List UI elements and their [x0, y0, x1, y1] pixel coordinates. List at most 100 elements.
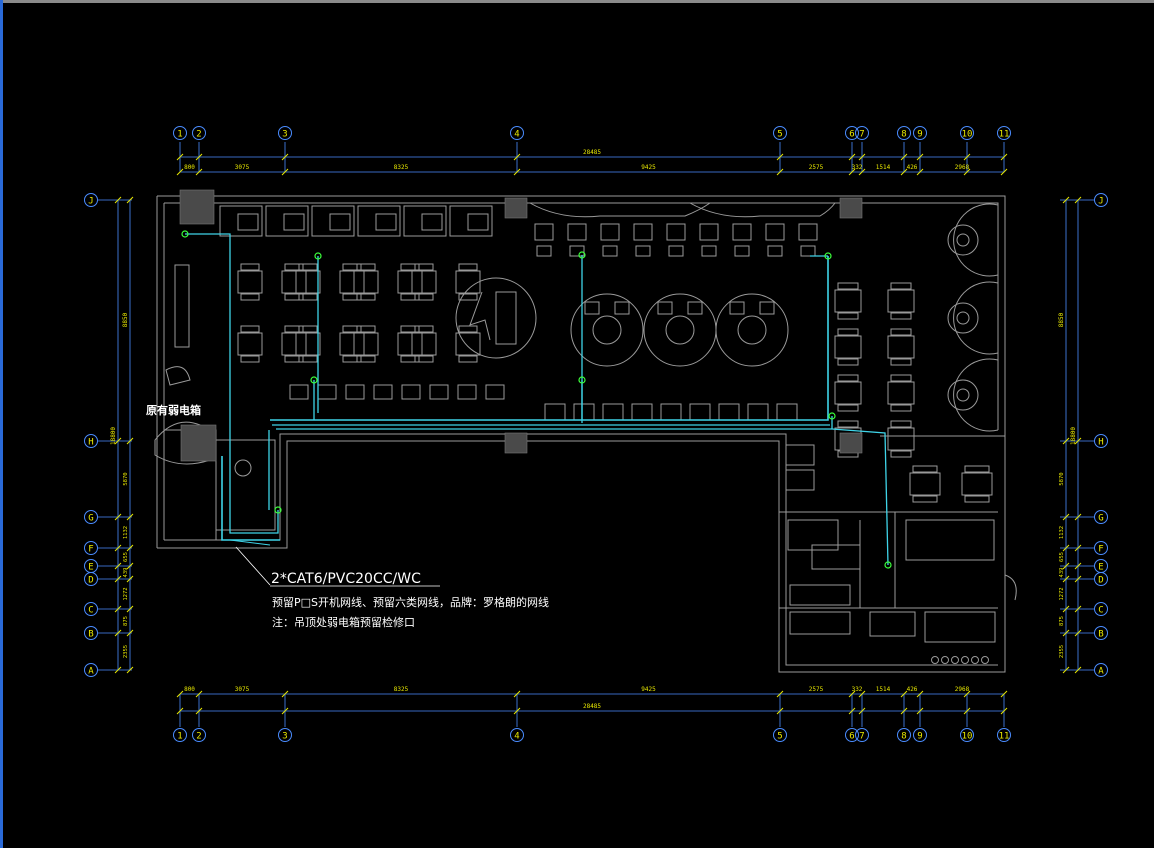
grid-bubble-col-2 — [192, 728, 206, 742]
top-dim-seg-label: 8325 — [394, 164, 409, 171]
lower-right-table-0 — [909, 472, 941, 496]
lower-right-table-1-chair — [964, 465, 990, 473]
left-dim-tick — [126, 575, 134, 583]
top-dim-tick — [848, 153, 856, 161]
top-dim-tick — [916, 168, 924, 176]
grid-bubble-label-col-3: 3 — [282, 732, 287, 742]
round-banquette-2 — [715, 293, 789, 367]
bar-stool-6 — [734, 245, 750, 257]
top-dim-seg-label: 1514 — [876, 164, 891, 171]
dining-table-1-0-chair — [240, 355, 260, 363]
right-dim-tick — [1074, 562, 1082, 570]
bar-stool-8 — [800, 245, 816, 257]
corner-booth-table-1 — [947, 302, 979, 334]
left-dim-seg-label: 1132 — [123, 526, 129, 539]
round-table-1 — [665, 315, 695, 345]
bench-seat-4 — [660, 403, 682, 421]
left-dim-tick — [114, 437, 122, 445]
stove-burner-1 — [941, 656, 949, 664]
booth-0 — [219, 205, 263, 237]
right-table-1-1-chair — [890, 358, 912, 366]
left-dim-tick — [114, 513, 122, 521]
reception-counter — [174, 264, 190, 348]
grid-bubble-label-col-11: 11 — [999, 732, 1010, 742]
right-table-1-0-chair — [837, 328, 859, 336]
network-outlet-7 — [884, 561, 892, 569]
bar-stool-0 — [536, 245, 552, 257]
right-table-2-1 — [887, 381, 915, 405]
left-dim-tick — [126, 196, 134, 204]
lower-right-table-1-chair — [964, 495, 990, 503]
dining-table-1-2-chair — [356, 355, 376, 363]
grid-bubble-label-row-A: A — [88, 667, 94, 677]
right-dim-tick — [1062, 605, 1070, 613]
right-table-0-1 — [887, 289, 915, 313]
grid-bubble-label-col-3: 3 — [282, 130, 287, 140]
column-1 — [504, 197, 528, 219]
bar-stool-2 — [602, 245, 618, 257]
grid-bubble-label-col-4: 4 — [514, 732, 519, 742]
grid-bubble-col-6 — [845, 728, 859, 742]
dining-table-1-1 — [295, 332, 321, 356]
right-dim-tick — [1074, 666, 1082, 674]
left-dim-tick — [114, 666, 122, 674]
top-dim-tick — [848, 168, 856, 176]
kitchen-equipment-2 — [905, 519, 995, 561]
stove-burner-5 — [981, 656, 989, 664]
right-dim-seg-label: 655 — [1059, 552, 1065, 562]
kitchen-equipment-0 — [787, 519, 839, 551]
dining-table-b-0-0-chair — [284, 293, 304, 301]
dining-table-b-1-1 — [339, 332, 365, 356]
right-table-3-1-chair — [890, 420, 912, 428]
right-dim-tick — [1062, 544, 1070, 552]
left-dim-tick — [126, 666, 134, 674]
bottom-dim-tick — [281, 690, 289, 698]
grid-bubble-label-col-9: 9 — [917, 130, 922, 140]
grid-bubble-col-11 — [997, 126, 1011, 140]
column-3 — [180, 424, 217, 462]
top-dim-seg-label: 426 — [907, 164, 918, 171]
grid-bubble-col-4 — [510, 126, 524, 140]
bottom-dim-tick — [858, 707, 866, 715]
dining-table-0-1-chair — [298, 263, 318, 271]
grid-bubble-row-B — [1094, 626, 1108, 640]
right-table-0-0-chair — [837, 282, 859, 290]
grid-bubble-row-H — [1094, 434, 1108, 448]
bar-counter-left — [529, 202, 711, 218]
network-cabling — [185, 233, 889, 587]
stove-burner-4 — [971, 656, 979, 664]
bottom-dim-tick — [916, 690, 924, 698]
grid-bubble-row-D — [1094, 572, 1108, 586]
grid-bubble-row-G — [84, 510, 98, 524]
dining-table-0-1 — [295, 270, 321, 294]
top-dim-seg-label: 9425 — [641, 164, 656, 171]
bench-seat-1 — [573, 403, 595, 421]
right-table-2-1-chair — [890, 374, 912, 382]
grid-bubble-label-row-F: F — [88, 545, 93, 555]
right-dim-tick — [1074, 437, 1082, 445]
kitchen-equipment-3 — [789, 584, 851, 606]
round-table-2 — [737, 315, 767, 345]
top-dim-seg-label: 3075 — [235, 164, 250, 171]
grid-bubble-label-col-5: 5 — [777, 732, 782, 742]
bottom-dim-tick — [900, 690, 908, 698]
grid-bubble-label-row-B: B — [1098, 630, 1103, 640]
cable-cabinet-drop — [221, 456, 280, 541]
top-dim-tick — [858, 168, 866, 176]
dining-table-b-1-2 — [397, 332, 423, 356]
right-dim-upper-label: 8850 — [1058, 312, 1065, 327]
bottom-dim-seg-label: 426 — [907, 686, 918, 693]
bottom-dim-seg-label: 2968 — [955, 686, 970, 693]
dining-table-b-0-3 — [455, 270, 481, 294]
corner-booth-center-0 — [956, 233, 970, 247]
corner-booth-table-2 — [947, 379, 979, 411]
left-dim-total-label: 18800 — [110, 427, 117, 445]
entry-door — [165, 366, 191, 386]
dining-table-1-3-chair — [414, 355, 434, 363]
lower-right-table-0-chair — [912, 465, 938, 473]
left-dim-seg-label: 655 — [123, 552, 129, 562]
lounge-chair-7 — [485, 384, 505, 400]
bar-seat-5 — [699, 223, 719, 241]
